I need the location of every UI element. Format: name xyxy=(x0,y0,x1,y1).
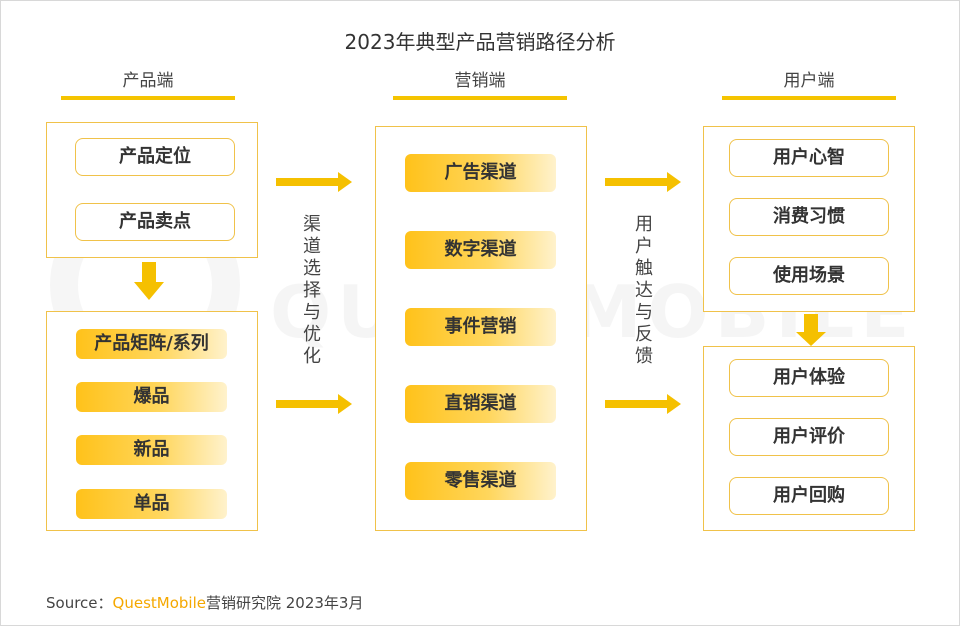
heading-product-underline xyxy=(61,96,235,100)
user-top-item: 使用场景 xyxy=(729,257,889,295)
arrow-right-icon xyxy=(605,172,681,192)
user-bottom-item: 用户回购 xyxy=(729,477,889,515)
arrow-right-icon xyxy=(276,172,352,192)
marketing-item: 零售渠道 xyxy=(405,462,556,500)
user-bottom-item: 用户体验 xyxy=(729,359,889,397)
heading-marketing-label: 营销端 xyxy=(454,71,506,91)
arrow-right-icon xyxy=(276,394,352,414)
product-bottom-item: 产品矩阵/系列 xyxy=(76,329,227,359)
connector-right-label: 用户触达与反馈 xyxy=(635,214,653,367)
marketing-item: 数字渠道 xyxy=(405,231,556,269)
product-bottom-item: 单品 xyxy=(76,489,227,519)
source-suffix: 营销研究院 2023年3月 xyxy=(205,594,364,612)
heading-user-underline xyxy=(722,96,896,100)
product-top-item: 产品卖点 xyxy=(75,203,235,241)
marketing-item: 事件营销 xyxy=(405,308,556,346)
arrow-right-icon xyxy=(605,394,681,414)
product-top-item: 产品定位 xyxy=(75,138,235,176)
arrow-down-icon xyxy=(796,314,826,346)
diagram-title: 2023年典型产品营销路径分析 xyxy=(344,30,616,54)
source-brand: QuestMobile xyxy=(112,594,206,612)
product-bottom-item: 爆品 xyxy=(76,382,227,412)
heading-marketing-underline xyxy=(393,96,567,100)
user-top-item: 消费习惯 xyxy=(729,198,889,236)
user-bottom-item: 用户评价 xyxy=(729,418,889,456)
heading-user: 用户端 xyxy=(722,66,896,100)
source-prefix: Source： xyxy=(46,594,113,612)
heading-product: 产品端 xyxy=(61,66,235,100)
connector-left-label: 渠道选择与优化 xyxy=(303,214,321,367)
product-bottom-item: 新品 xyxy=(76,435,227,465)
marketing-item: 广告渠道 xyxy=(405,154,556,192)
heading-user-label: 用户端 xyxy=(783,71,835,91)
heading-product-label: 产品端 xyxy=(122,71,174,91)
heading-marketing: 营销端 xyxy=(393,66,567,100)
marketing-item: 直销渠道 xyxy=(405,385,556,423)
user-top-item: 用户心智 xyxy=(729,139,889,177)
source-note: Source：QuestMobile营销研究院 2023年3月 xyxy=(46,592,363,613)
arrow-down-icon xyxy=(134,262,164,300)
